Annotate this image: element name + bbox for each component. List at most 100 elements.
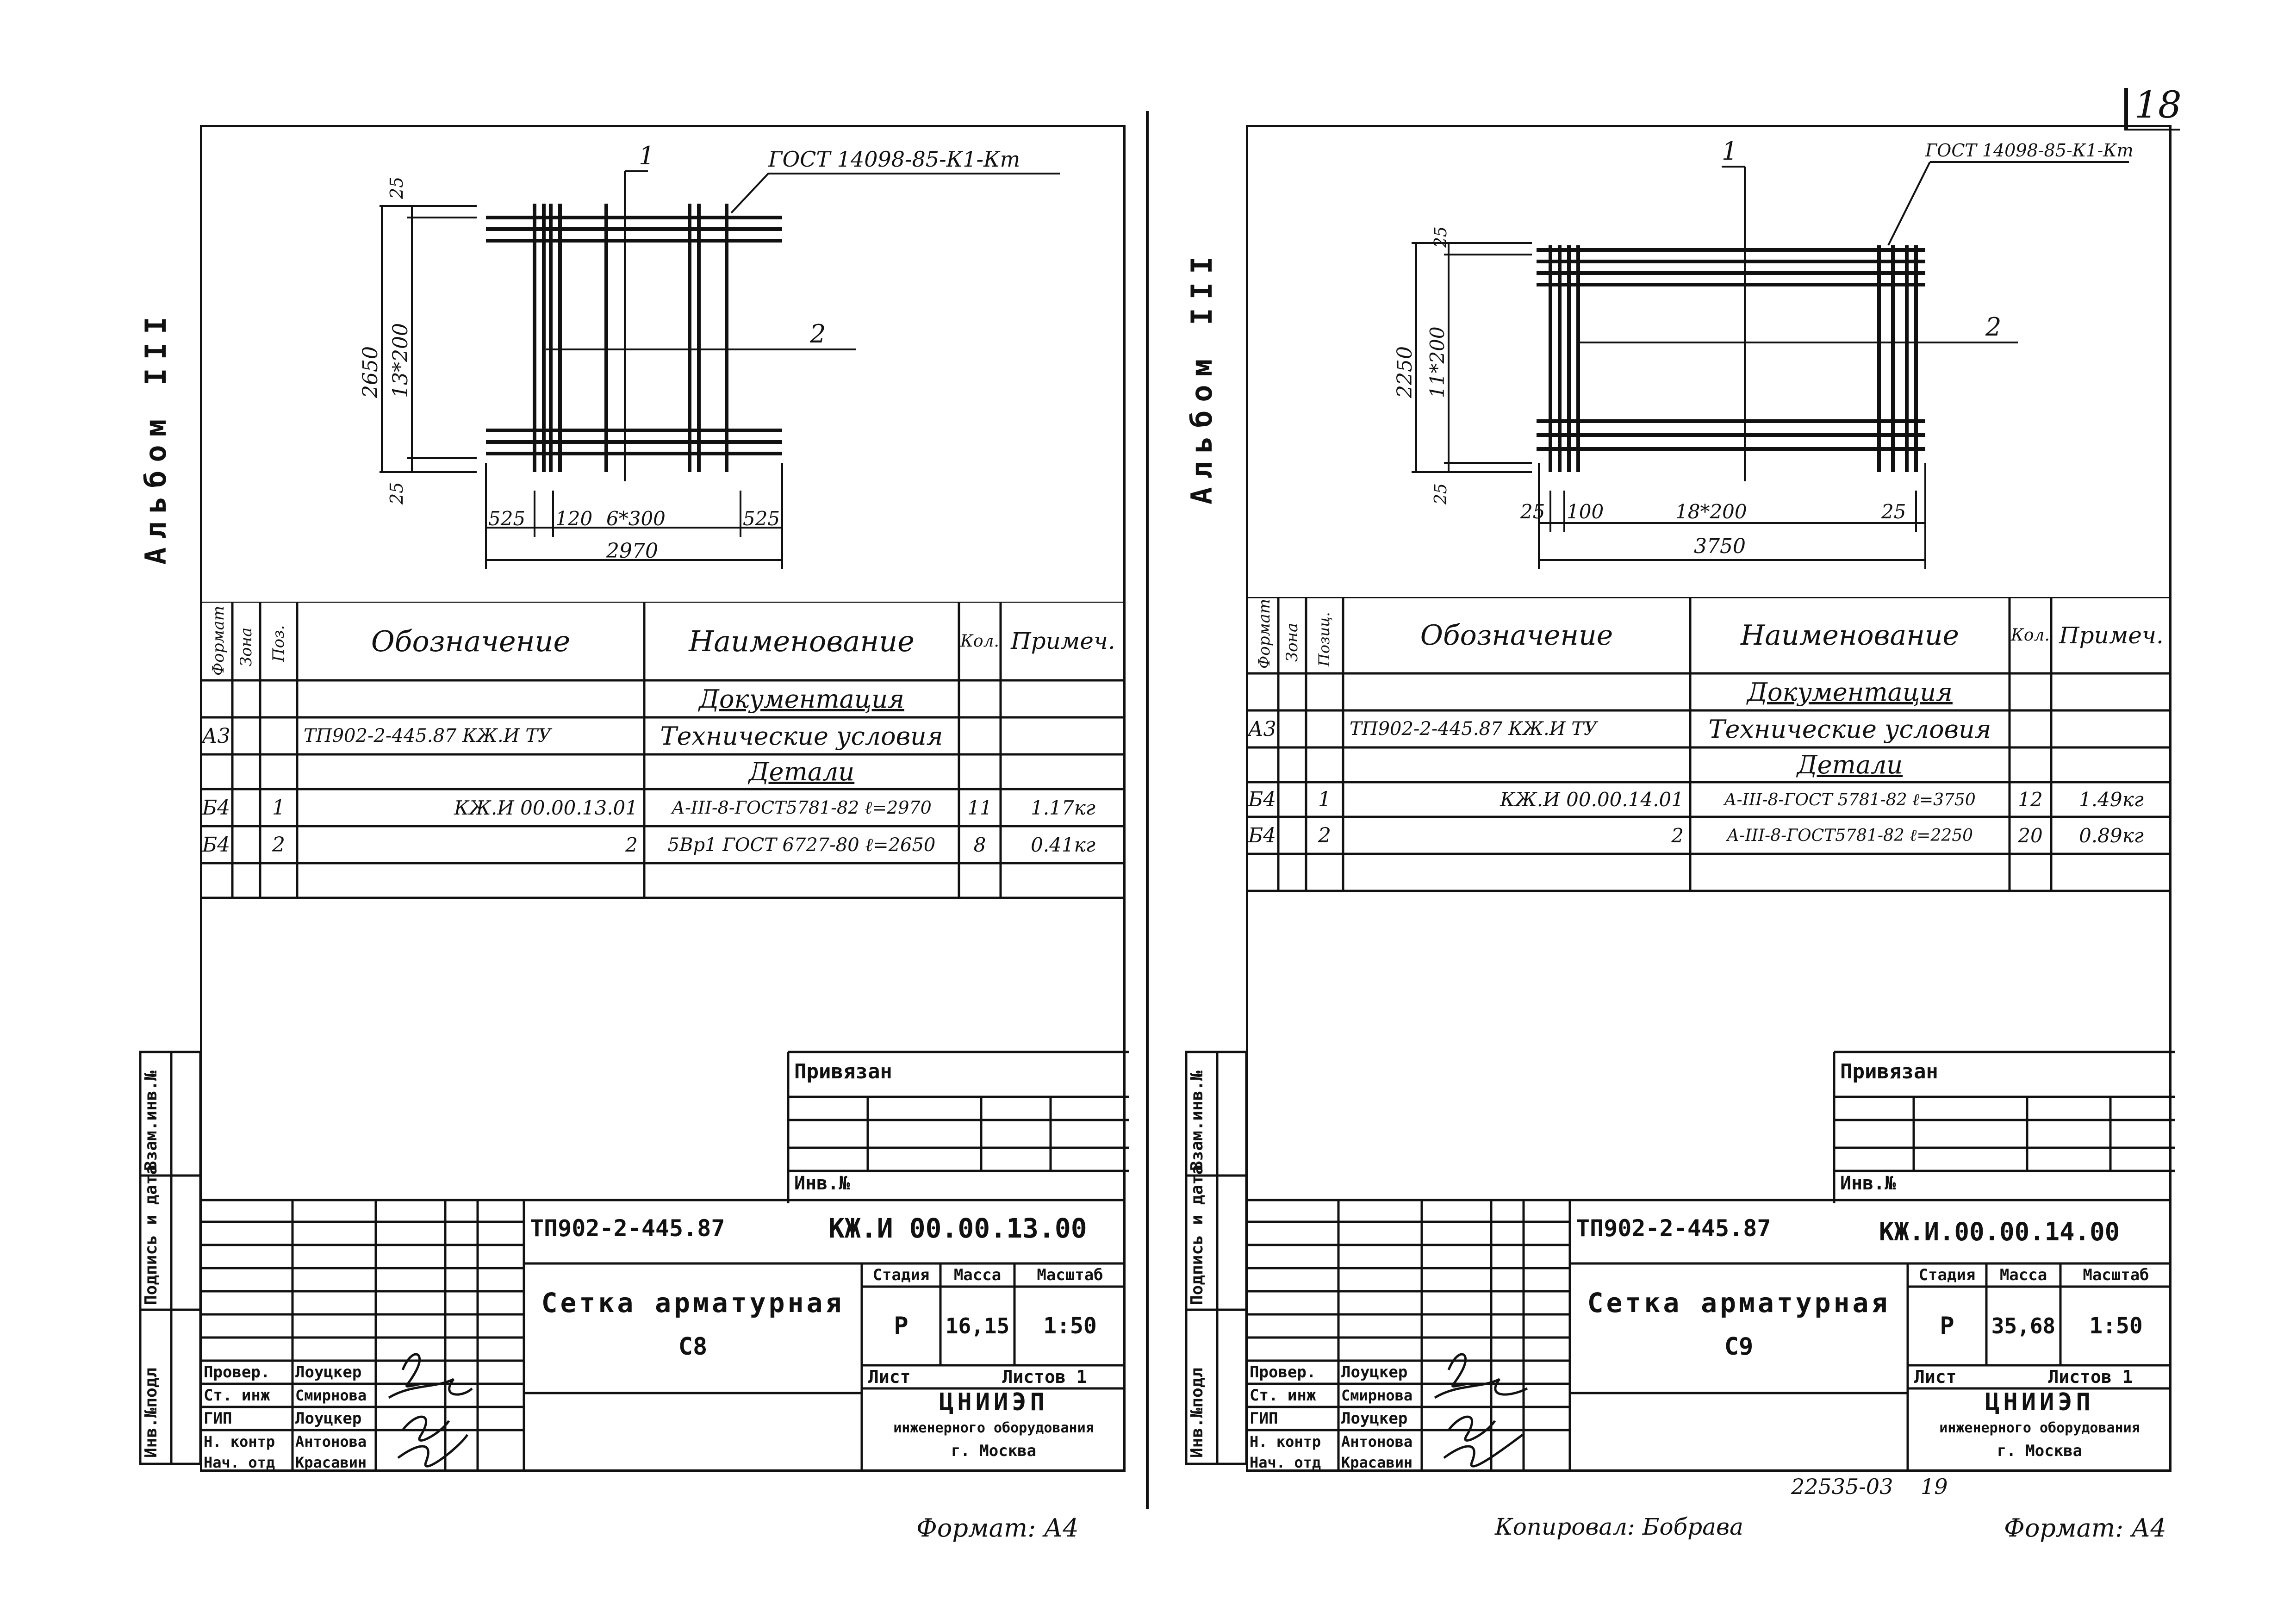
right-doc-code: КЖ.И.00.00.14.00 (1879, 1217, 2120, 1246)
right-stage: Р (1940, 1312, 1954, 1340)
left-title-line2: С8 (678, 1333, 708, 1361)
right-project-code: ТП902-2-445.87 (1576, 1215, 1771, 1242)
left-privyazan-grid (787, 1051, 1129, 1203)
right-gost-note: ГОСТ 14098-85-К1-Кт (1925, 140, 2134, 161)
left-format-note: Формат: А4 (916, 1513, 1079, 1543)
left-mesh-drawing: 1 ГОСТ 14098-85-К1-Кт 2 25 2650 13*200 2… (359, 141, 1060, 569)
right-dim-top: 25 (1431, 226, 1450, 248)
left-col-name: Наименование (689, 624, 915, 658)
right-sheet-label: Лист (1914, 1367, 1957, 1387)
left-title-block-grid (200, 1199, 1126, 1472)
left-scale-header: Масштаб (1037, 1266, 1103, 1284)
right-scale: 1:50 (2089, 1313, 2143, 1339)
right-mesh-drawing: 1 ГОСТ 14098-85-К1-Кт 2 25 2250 11*200 2… (1393, 139, 2134, 569)
left-stamp-vzam-inv: Взам.инв.№ (142, 1070, 161, 1171)
left-row4-name: 5Вр1 ГОСТ 6727-80 ℓ=2650 (667, 834, 936, 856)
right-row4-name: А-III-8-ГОСТ5781-82 ℓ=2250 (1726, 826, 1973, 845)
right-dim-total-height: 2250 (1393, 346, 1417, 398)
left-row2-name: Детали (748, 757, 855, 786)
left-role-3: Н. контр (204, 1433, 275, 1450)
left-org-line3: г. Москва (951, 1442, 1037, 1460)
left-role-1: Ст. инж (204, 1386, 270, 1405)
right-row3-designation: КЖ.И 00.00.14.01 (1500, 788, 1684, 811)
left-mass: 16,15 (945, 1313, 1010, 1338)
right-col-designation: Обозначение (1420, 619, 1613, 652)
right-dim-total-width: 3750 (1694, 535, 1746, 558)
right-dim-100: 100 (1567, 500, 1604, 523)
right-row3-pos: 1 (1318, 788, 1331, 811)
left-dim-top: 25 (386, 177, 407, 199)
left-sheet-label: Лист (868, 1367, 911, 1387)
left-spec-grid (200, 602, 1126, 899)
left-row4-note: 0.41кг (1031, 833, 1095, 856)
right-order-sheet: 19 (1921, 1474, 1948, 1499)
right-title-line1: Сетка арматурная (1587, 1287, 1891, 1319)
right-role-3: Н. контр (1250, 1433, 1321, 1450)
right-row3-name: А-III-8-ГОСТ 5781-82 ℓ=3750 (1724, 790, 1976, 809)
left-role-0: Провер. (204, 1363, 270, 1381)
right-title-line2: С9 (1724, 1333, 1754, 1361)
right-name-2: Лоуцкер (1341, 1409, 1408, 1428)
left-stage: Р (894, 1312, 908, 1340)
left-dim-grid-width: 6*300 (606, 507, 666, 530)
left-stamp-signature-date: Подпись и дата (142, 1164, 161, 1305)
left-mass-header: Масса (953, 1266, 1002, 1284)
right-col-qty: Кол. (2011, 626, 2050, 645)
left-row1-format: А3 (202, 724, 230, 748)
left-scale: 1:50 (1043, 1313, 1097, 1339)
right-row1-name: Технические условия (1708, 714, 1991, 744)
left-col-qty: Кол. (960, 631, 999, 651)
left-role-4: Нач. отд (204, 1454, 275, 1471)
left-name-4: Красавин (295, 1454, 367, 1471)
left-inv-no: Инв.№ (794, 1173, 850, 1194)
left-sheet-frame (200, 125, 1126, 1472)
left-sheets-label: Листов 1 (1002, 1367, 1087, 1387)
right-col-format: Формат (1255, 598, 1274, 669)
left-row1-name: Технические условия (660, 721, 943, 751)
right-privyazan: Привязан (1840, 1060, 1938, 1083)
page-number-bar (2124, 88, 2128, 130)
right-col-note: Примеч. (2059, 622, 2164, 649)
right-row3-note: 1.49кг (2079, 788, 2144, 811)
right-dim-25-right: 25 (1881, 500, 1906, 523)
right-mass-header: Масса (1999, 1266, 2047, 1284)
right-row0-name: Документация (1747, 677, 1953, 707)
left-stamp-inv-podl: Инв.№подл (142, 1367, 161, 1458)
left-org-line1: ЦНИИЭП (939, 1388, 1048, 1416)
left-side-stamp (139, 1051, 202, 1465)
left-stage-header: Стадия (872, 1266, 930, 1284)
page-number-underline (2124, 129, 2180, 131)
left-row3-qty: 11 (967, 796, 992, 819)
left-dim-bottom: 25 (386, 482, 407, 505)
right-scale-header: Масштаб (2083, 1266, 2149, 1284)
right-callout-2: 2 (1985, 312, 2001, 342)
right-role-2: ГИП (1250, 1409, 1278, 1428)
right-row2-name: Детали (1797, 750, 1903, 779)
right-row4-note: 0.89кг (2079, 824, 2144, 847)
left-role-2: ГИП (204, 1409, 232, 1428)
right-role-4: Нач. отд (1250, 1454, 1321, 1471)
left-row4-format: Б4 (202, 833, 230, 857)
right-stamp-inv-podl: Инв.№подл (1188, 1367, 1207, 1458)
right-dim-grid-height: 11*200 (1426, 326, 1449, 398)
right-row3-qty: 12 (2018, 788, 2043, 811)
left-name-0: Лоуцкер (295, 1363, 362, 1381)
right-privyazan-grid (1833, 1051, 2175, 1203)
right-role-0: Провер. (1250, 1363, 1316, 1381)
left-dim-total-height: 2650 (359, 346, 382, 398)
right-name-1: Смирнова (1341, 1387, 1413, 1404)
left-name-3: Антонова (295, 1433, 367, 1450)
left-callout-2: 2 (809, 319, 826, 348)
left-row3-name: А-III-8-ГОСТ5781-82 ℓ=2970 (672, 797, 932, 818)
right-row4-designation: 2 (1671, 824, 1684, 847)
left-dim-total-width: 2970 (606, 539, 658, 563)
right-row1-designation: ТП902-2-445.87 КЖ.И ТУ (1350, 718, 1597, 740)
right-album-label: Альбом III (1185, 248, 1219, 504)
right-row4-qty: 20 (2018, 824, 2043, 847)
left-signatures (388, 1353, 473, 1468)
center-divider (1146, 111, 1149, 1509)
right-signatures (1434, 1353, 1528, 1468)
left-mesh-bars (486, 204, 782, 472)
left-row3-format: Б4 (202, 796, 230, 820)
left-row3-pos: 1 (272, 796, 285, 820)
